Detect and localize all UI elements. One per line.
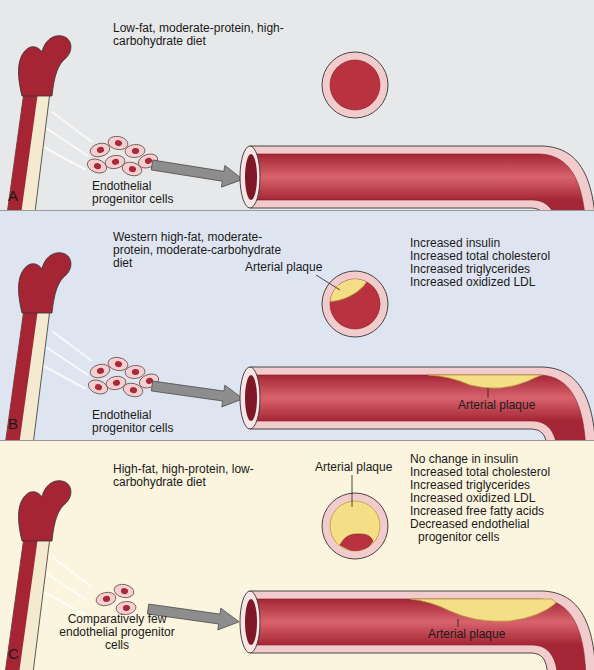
effect-item: Increased total cholesterol bbox=[410, 466, 590, 479]
effect-item: Increased oxidized LDL bbox=[410, 492, 590, 505]
panel-letter: C bbox=[8, 646, 28, 662]
cell-label: Endothelial progenitor cells bbox=[92, 409, 192, 435]
cell-label: Comparatively few endothelial progenitor… bbox=[50, 613, 184, 652]
plaque-label: Arterial plaque bbox=[315, 461, 415, 474]
effect-item: Increased insulin bbox=[410, 237, 590, 250]
effect-item: Increased free fatty acids bbox=[410, 505, 590, 518]
panel-band: Low-fat, moderate-protein, high-carbohyd… bbox=[0, 0, 594, 210]
effect-item: Decreased endothelial progenitor cells bbox=[410, 518, 550, 544]
effect-item: Increased triglycerides bbox=[410, 479, 590, 492]
panel-letter: B bbox=[8, 416, 28, 432]
cell-label: Endothelial progenitor cells bbox=[92, 180, 192, 206]
effect-item: Increased total cholesterol bbox=[410, 250, 590, 263]
diet-label: Low-fat, moderate-protein, high-carbohyd… bbox=[113, 22, 293, 48]
panel-band: High-fat, high-protein, low-carbohydrate… bbox=[0, 441, 594, 670]
panel-band: Western high-fat, moderate-protein, mode… bbox=[0, 211, 594, 440]
plaque-label: Arterial plaque bbox=[458, 399, 558, 412]
effect-item: No change in insulin bbox=[410, 453, 590, 466]
plaque-label: Arterial plaque bbox=[245, 261, 345, 274]
effect-item: Increased oxidized LDL bbox=[410, 276, 590, 289]
diet-label: High-fat, high-protein, low-carbohydrate… bbox=[113, 463, 283, 489]
plaque-label: Arterial plaque bbox=[428, 628, 528, 641]
panel-letter: A bbox=[8, 188, 28, 204]
effect-item: Increased triglycerides bbox=[410, 263, 590, 276]
